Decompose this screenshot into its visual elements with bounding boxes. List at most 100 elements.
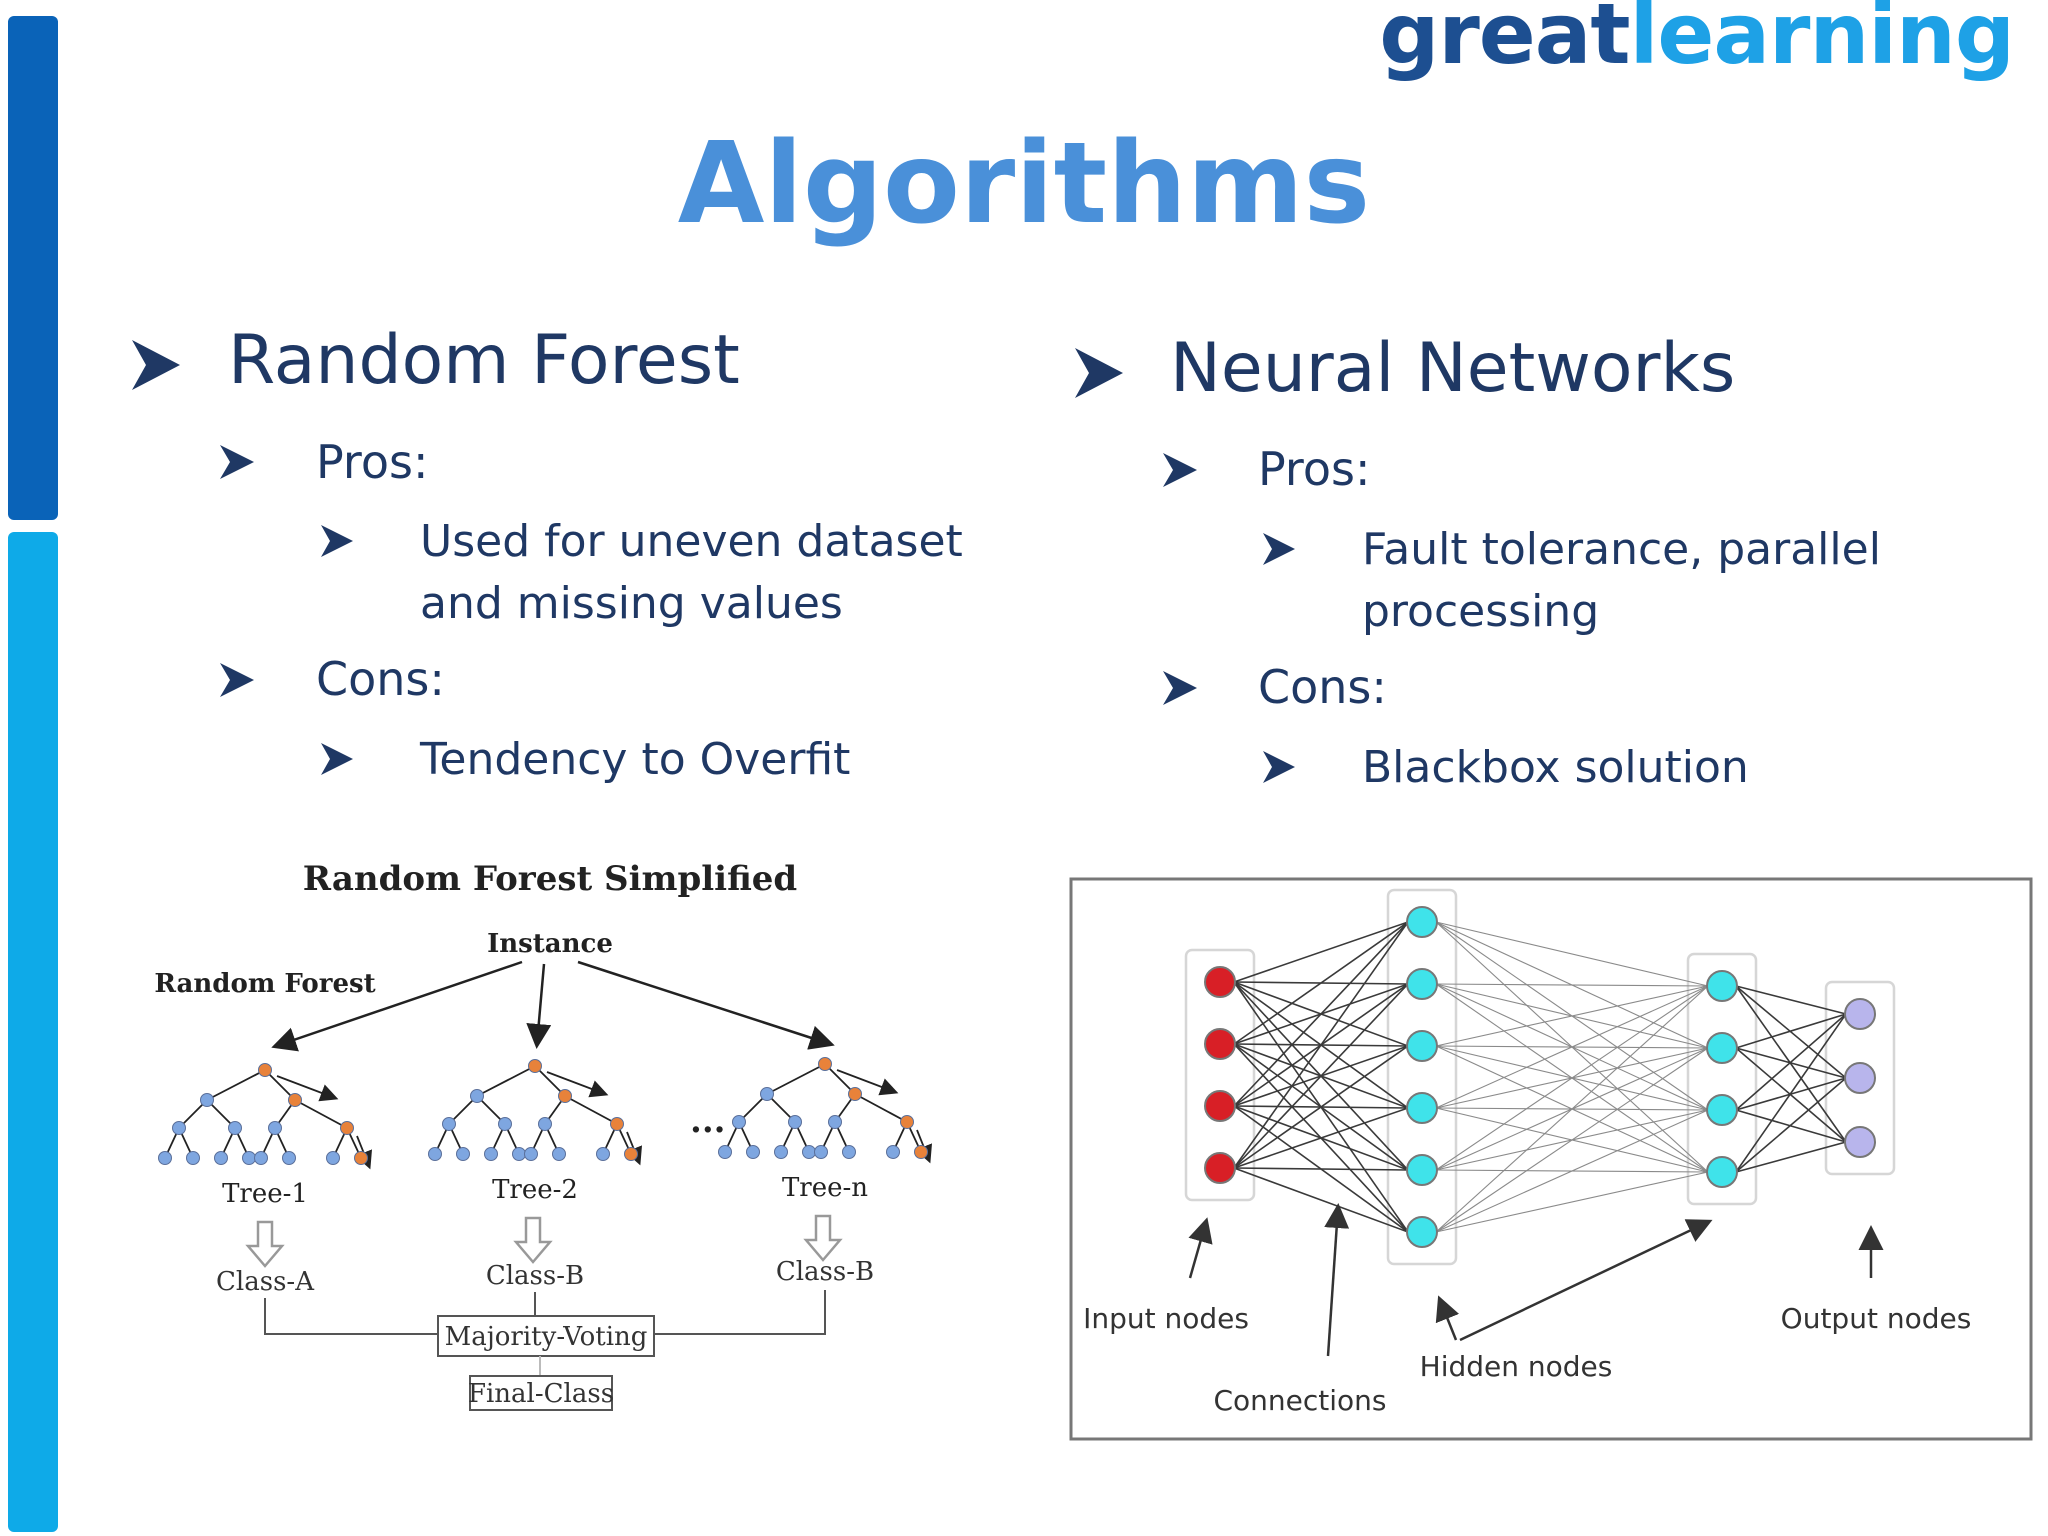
side-accent-bar-bottom [8, 532, 58, 1532]
rf-trees-group [158, 1057, 933, 1170]
nn-connection-line [1233, 1167, 1409, 1171]
nn-connection-line [1435, 985, 1709, 1109]
nn-connection-line [1435, 921, 1709, 987]
random-forest-diagram: Random Forest Simplified Instance Random… [154, 859, 933, 1411]
nn-layer-boxes [1184, 888, 1896, 1266]
tree-edge [206, 1069, 266, 1101]
tree-node [558, 1089, 572, 1103]
tree-leaf-node [746, 1145, 760, 1159]
down-arrow-icon [513, 1216, 553, 1264]
tree-node [610, 1117, 624, 1131]
tree-leaf-node [456, 1147, 470, 1161]
tree-node [200, 1093, 214, 1107]
tree-leaf-node [718, 1145, 732, 1159]
voting-connector [264, 1298, 438, 1335]
tree-leaf-node [624, 1147, 638, 1161]
nn-connection-line [1435, 1171, 1709, 1233]
hidden-node [1706, 970, 1738, 1002]
output-node [1844, 1126, 1876, 1158]
bullet-arrow-icon [1075, 348, 1123, 398]
layer-box [1824, 980, 1896, 1176]
tree-leaf-node [484, 1147, 498, 1161]
bullet-arrow-icon [1263, 751, 1295, 783]
rf-forest-label: Random Forest [154, 969, 375, 999]
tree-node [760, 1087, 774, 1101]
tree-leaf-node [552, 1147, 566, 1161]
nn-pros-label: Pros: [1258, 442, 1371, 496]
tree-leaf-node [914, 1145, 928, 1159]
hidden-node [1406, 1154, 1438, 1186]
tree-edge [294, 1099, 348, 1129]
tree-node [442, 1117, 456, 1131]
tree-leaf-node [886, 1145, 900, 1159]
tree-node [228, 1121, 242, 1135]
rf-ellipsis: ... [690, 1101, 726, 1141]
rf-heading: Random Forest [228, 321, 740, 400]
bullet-arrow-icon [220, 663, 254, 697]
nn-connection-line [1735, 985, 1847, 1079]
slide-title: Algorithms [677, 119, 1371, 249]
nn-connection-line [1735, 1013, 1847, 1173]
layer-box [1686, 952, 1758, 1206]
tree-node [828, 1115, 842, 1129]
hidden-node [1406, 906, 1438, 938]
path-arrow [276, 1075, 339, 1102]
nn-connection-line [1233, 921, 1409, 1107]
tree-2-label: Tree-2 [492, 1175, 578, 1205]
tree-edge [564, 1095, 618, 1125]
input-node [1204, 1152, 1236, 1184]
tree-leaf-node [186, 1151, 200, 1165]
nn-connection-line [1735, 1047, 1847, 1143]
rf-pros-label: Pros: [316, 435, 429, 489]
path-arrow [546, 1071, 609, 1098]
connections-label: Connections [1213, 1384, 1386, 1417]
nn-connection-line [1435, 985, 1709, 1233]
hidden-node [1406, 968, 1438, 1000]
tree-node [538, 1117, 552, 1131]
tree-node [848, 1087, 862, 1101]
tree-edge [854, 1093, 908, 1123]
input-node [1204, 966, 1236, 998]
tree-n-class: Class-B [776, 1257, 874, 1287]
down-arrow-icon [803, 1214, 843, 1262]
tree-1-label: Tree-1 [222, 1179, 308, 1209]
hidden-node [1406, 1216, 1438, 1248]
voting-connector [654, 1290, 826, 1335]
tree-leaf-node [354, 1151, 368, 1165]
tree-leaf-node [158, 1151, 172, 1165]
bullet-arrow-icon [220, 445, 254, 479]
logo-great: great [1379, 0, 1630, 83]
tree-leaf-node [802, 1145, 816, 1159]
output-node [1844, 1062, 1876, 1094]
nn-connection-line [1735, 1013, 1847, 1049]
nn-connection-line [1735, 985, 1847, 1143]
nn-pros-item-line-1: Fault tolerance, parallel [1362, 524, 1881, 575]
tree-leaf-node [282, 1151, 296, 1165]
nn-connection-line [1735, 985, 1847, 1015]
tree-edge [824, 1063, 856, 1095]
rf-instance-label: Instance [487, 929, 613, 959]
instance-arrow [577, 960, 835, 1050]
tree-node [732, 1115, 746, 1129]
greatlearning-logo: greatlearning [1379, 0, 2015, 76]
output-node [1844, 998, 1876, 1030]
hidden-node [1406, 1092, 1438, 1124]
nn-connection-line [1233, 1045, 1409, 1169]
tree-node [172, 1121, 186, 1135]
tree-node [470, 1089, 484, 1103]
nn-cons-label: Cons: [1258, 660, 1387, 714]
nn-connection-line [1435, 985, 1709, 1047]
tree-root-node [818, 1057, 832, 1071]
output-nodes-label: Output nodes [1781, 1302, 1972, 1335]
tree-leaf-node [214, 1151, 228, 1165]
input-node [1204, 1090, 1236, 1122]
nn-connection-line [1233, 1107, 1409, 1169]
tree-leaf-node [774, 1145, 788, 1159]
tree-leaf-node [842, 1145, 856, 1159]
rf-figure-title: Random Forest Simplified [303, 859, 797, 899]
tree-root-node [258, 1063, 272, 1077]
tree-leaf-node [254, 1151, 268, 1165]
nn-connection-line [1233, 921, 1409, 983]
bullet-arrow-icon [1163, 453, 1197, 487]
tree-leaf-node [596, 1147, 610, 1161]
